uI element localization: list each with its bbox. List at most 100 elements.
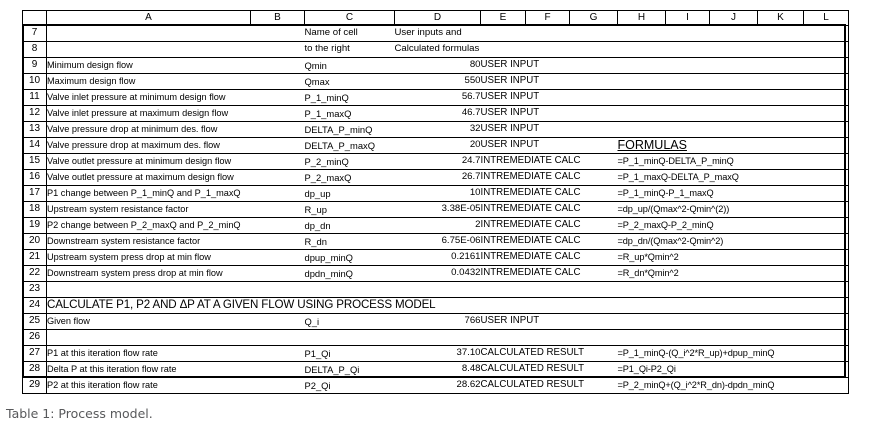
select-all-corner[interactable] (22, 10, 47, 26)
cell-a-28[interactable]: Delta P at this iteration flow rate (46, 361, 305, 378)
cell-e-11[interactable]: USER INPUT (480, 89, 618, 106)
cell-d-14[interactable]: 20 (394, 137, 481, 154)
row-header-25[interactable]: 25 (22, 313, 47, 330)
column-header-h[interactable]: H (617, 10, 666, 26)
row-header-23[interactable]: 23 (22, 281, 47, 298)
cell-e-18[interactable]: INTREMEDIATE CALC (480, 201, 618, 218)
row-header-13[interactable]: 13 (22, 121, 47, 138)
cell-a-11[interactable]: Valve inlet pressure at minimum design f… (46, 89, 305, 106)
cell-d-28[interactable]: 8.48 (394, 361, 481, 378)
cell-e-14[interactable]: USER INPUT (480, 137, 618, 154)
cell-c-16[interactable]: P_2_maxQ (304, 169, 395, 186)
cell-formula-7[interactable] (617, 25, 849, 42)
cell-a-19[interactable]: P2 change between P_2_maxQ and P_2_minQ (46, 217, 305, 234)
cell-c-12[interactable]: P_1_maxQ (304, 105, 395, 122)
cell-a-15[interactable]: Valve outlet pressure at minimum design … (46, 153, 305, 170)
cell-d-21[interactable]: 0.2161 (394, 249, 481, 266)
row-header-7[interactable]: 7 (22, 25, 47, 42)
column-header-f[interactable]: F (525, 10, 570, 26)
cell-a-7[interactable] (46, 25, 305, 42)
cell-e-29[interactable]: CALCULATED RESULT (480, 377, 618, 394)
cell-d-8[interactable]: Calculated formulas (394, 41, 481, 58)
row-header-8[interactable]: 8 (22, 41, 47, 58)
cell-c-14[interactable]: DELTA_P_maxQ (304, 137, 395, 154)
cell-a-21[interactable]: Upstream system press drop at min flow (46, 249, 305, 266)
column-header-k[interactable]: K (757, 10, 804, 26)
row-header-28[interactable]: 28 (22, 361, 47, 378)
cell-d-16[interactable]: 26.7 (394, 169, 481, 186)
row-header-22[interactable]: 22 (22, 265, 47, 282)
row-header-12[interactable]: 12 (22, 105, 47, 122)
cell-c-25[interactable]: Q_i (304, 313, 395, 330)
column-header-l[interactable]: L (803, 10, 849, 26)
cell-a-10[interactable]: Maximum design flow (46, 73, 305, 90)
cell-e-23[interactable] (480, 281, 618, 298)
cell-e-15[interactable]: INTREMEDIATE CALC (480, 153, 618, 170)
row-header-18[interactable]: 18 (22, 201, 47, 218)
cell-c-22[interactable]: dpdn_minQ (304, 265, 395, 282)
cell-c-18[interactable]: R_up (304, 201, 395, 218)
cell-d-7[interactable]: User inputs and (394, 25, 481, 42)
cell-formula-19[interactable]: =P_2_maxQ-P_2_minQ (617, 217, 849, 234)
cell-formula-17[interactable]: =P_1_minQ-P_1_maxQ (617, 185, 849, 202)
row-header-29[interactable]: 29 (22, 377, 47, 394)
cell-formula-16[interactable]: =P_1_maxQ-DELTA_P_maxQ (617, 169, 849, 186)
row-header-11[interactable]: 11 (22, 89, 47, 106)
cell-a-16[interactable]: Valve outlet pressure at maximum design … (46, 169, 305, 186)
cell-e-22[interactable]: INTREMEDIATE CALC (480, 265, 618, 282)
cell-formula-27[interactable]: =P_1_minQ-(Q_i^2*R_up)+dpup_minQ (617, 345, 849, 362)
cell-c-8[interactable]: to the right (304, 41, 395, 58)
cell-formula-24[interactable] (665, 297, 849, 314)
cell-d-15[interactable]: 24.7 (394, 153, 481, 170)
row-header-24[interactable]: 24 (22, 297, 47, 314)
row-header-9[interactable]: 9 (22, 57, 47, 74)
cell-d-17[interactable]: 10 (394, 185, 481, 202)
cell-a-22[interactable]: Downstream system press drop at min flow (46, 265, 305, 282)
cell-formula-23[interactable] (617, 281, 849, 298)
cell-e-27[interactable]: CALCULATED RESULT (480, 345, 618, 362)
cell-d-23[interactable] (394, 281, 481, 298)
cell-a-13[interactable]: Valve pressure drop at minimum des. flow (46, 121, 305, 138)
cell-a-29[interactable]: P2 at this iteration flow rate (46, 377, 305, 394)
cell-d-27[interactable]: 37.10 (394, 345, 481, 362)
cell-formula-9[interactable] (617, 57, 849, 74)
column-header-g[interactable]: G (569, 10, 618, 26)
cell-c-11[interactable]: P_1_minQ (304, 89, 395, 106)
cell-a-17[interactable]: P1 change between P_1_minQ and P_1_maxQ (46, 185, 305, 202)
cell-e-21[interactable]: INTREMEDIATE CALC (480, 249, 618, 266)
column-header-j[interactable]: J (709, 10, 758, 26)
cell-d-19[interactable]: 2 (394, 217, 481, 234)
cell-c-29[interactable]: P2_Qi (304, 377, 395, 394)
cell-c-23[interactable] (304, 281, 395, 298)
cell-formula-11[interactable] (617, 89, 849, 106)
row-header-21[interactable]: 21 (22, 249, 47, 266)
cell-formula-18[interactable]: =dp_up/(Qmax^2-Qmin^(2)) (617, 201, 849, 218)
row-header-14[interactable]: 14 (22, 137, 47, 154)
cell-a-18[interactable]: Upstream system resistance factor (46, 201, 305, 218)
cell-formula-20[interactable]: =dp_dn/(Qmax^2-Qmin^2) (617, 233, 849, 250)
cell-c-9[interactable]: Qmin (304, 57, 395, 74)
cell-formula-13[interactable] (617, 121, 849, 138)
cell-a-25[interactable]: Given flow (46, 313, 305, 330)
cell-e-10[interactable]: USER INPUT (480, 73, 618, 90)
cell-d-11[interactable]: 56.7 (394, 89, 481, 106)
row-header-15[interactable]: 15 (22, 153, 47, 170)
cell-a-24[interactable]: CALCULATE P1, P2 AND ΔP AT A GIVEN FLOW … (46, 297, 526, 314)
cell-d-29[interactable]: 28.62 (394, 377, 481, 394)
cell-a-26[interactable] (46, 329, 305, 346)
cell-c-21[interactable]: dpup_minQ (304, 249, 395, 266)
cell-c-20[interactable]: R_dn (304, 233, 395, 250)
cell-e-26[interactable] (480, 329, 618, 346)
cell-d-13[interactable]: 32 (394, 121, 481, 138)
cell-d-12[interactable]: 46.7 (394, 105, 481, 122)
row-header-16[interactable]: 16 (22, 169, 47, 186)
cell-formula-10[interactable] (617, 73, 849, 90)
cell-c-26[interactable] (304, 329, 395, 346)
cell-c-15[interactable]: P_2_minQ (304, 153, 395, 170)
cell-e-8[interactable] (480, 41, 618, 58)
column-header-i[interactable]: I (665, 10, 710, 26)
cell-d-9[interactable]: 80 (394, 57, 481, 74)
column-header-d[interactable]: D (394, 10, 481, 26)
row-header-19[interactable]: 19 (22, 217, 47, 234)
column-header-b[interactable]: B (250, 10, 305, 26)
